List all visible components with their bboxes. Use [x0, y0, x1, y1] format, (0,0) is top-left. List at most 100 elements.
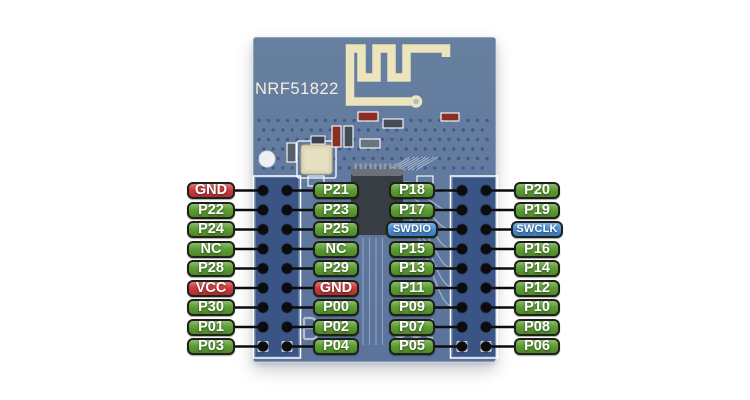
via-dot	[281, 166, 285, 170]
via-dot	[390, 156, 394, 161]
pin-pad-dot	[281, 185, 293, 196]
pin-pad-dot	[257, 282, 269, 294]
via-dot	[304, 118, 309, 123]
via-dot	[352, 156, 356, 161]
via-dot	[480, 128, 484, 132]
via-dot	[357, 128, 361, 132]
pin-pad-dot	[257, 263, 269, 274]
pin-badge-left-inner-p04: P04	[313, 338, 359, 355]
via-dot	[442, 166, 446, 170]
pin-badge-right-inner-p07: P07	[389, 318, 435, 336]
via-dot	[271, 166, 275, 170]
via-dot	[290, 128, 294, 132]
smd-components	[286, 111, 460, 187]
via-dot	[347, 147, 351, 151]
pin-pad-dot	[257, 204, 269, 216]
silkscreen-title: NRF51822	[255, 80, 339, 98]
via-dot	[328, 128, 332, 132]
via-dot	[276, 156, 280, 161]
via-dot	[437, 137, 442, 142]
via-dot	[262, 128, 266, 132]
via-dot	[456, 137, 461, 142]
via-dot	[452, 147, 456, 151]
antenna-feed-via	[409, 95, 423, 108]
pin-pad-dot	[456, 302, 468, 313]
via-dot	[376, 166, 380, 170]
via-dot	[447, 137, 451, 142]
via-dot	[266, 137, 271, 142]
via-dot	[276, 118, 280, 123]
pin-pad-dot	[480, 243, 492, 255]
via-dot	[380, 137, 385, 142]
pin-pad-dot	[456, 204, 468, 216]
pin-badge-right-outer-p20: P20	[514, 182, 560, 199]
via-dot	[376, 128, 380, 132]
via-dot	[480, 147, 484, 151]
pin-pad-dot	[257, 341, 269, 352]
pin-badge-left-inner-p29: P29	[313, 260, 359, 277]
via-dot	[437, 118, 442, 123]
pin-badge-right-inner-p17: P17	[389, 201, 435, 219]
via-dot	[371, 156, 375, 161]
via-dot	[342, 118, 347, 123]
pin-pad-dot	[281, 224, 293, 235]
via-dot	[428, 137, 432, 142]
via-dot	[257, 118, 261, 123]
pin-badge-left-outer-p22: P22	[187, 201, 235, 219]
via-dot	[471, 147, 475, 151]
pin-pad-dot	[257, 224, 269, 235]
via-dot	[414, 147, 418, 151]
chip-pin	[383, 163, 387, 171]
pin-pad-dot	[456, 243, 468, 255]
via-dot	[380, 156, 385, 161]
pin-pad-dot	[281, 243, 293, 255]
via-dot	[466, 156, 470, 161]
via-dot	[262, 147, 266, 151]
pin-pad-dot	[480, 341, 492, 352]
pin-badge-right-inner-p13: P13	[389, 260, 435, 277]
via-dot	[309, 128, 313, 132]
pin-pad-dot	[257, 185, 269, 196]
via-dot	[452, 128, 456, 132]
via-dot	[276, 137, 280, 142]
pcb-antenna-trace	[345, 44, 451, 106]
pin-badge-left-outer-p01: P01	[187, 318, 235, 336]
pin-badge-left-inner-p21: P21	[313, 182, 359, 199]
via-dot	[281, 128, 285, 132]
via-dot	[399, 156, 404, 161]
via-dot	[295, 137, 299, 142]
via-dot	[257, 137, 261, 142]
via-dot	[385, 128, 389, 132]
via-dot	[437, 156, 442, 161]
via-dot	[314, 118, 318, 123]
via-dot	[485, 156, 489, 161]
pin-pad-dot	[281, 341, 293, 352]
pin-pad-dot	[480, 282, 492, 294]
pin-badge-left-inner-p25: P25	[313, 221, 359, 238]
pin-badge-right-outer-p19: P19	[514, 201, 560, 219]
chip-pin	[393, 163, 397, 171]
pin-badge-right-inner-p11: P11	[389, 279, 435, 297]
pin-pad-dot	[257, 302, 269, 313]
pcb-trace	[399, 156, 423, 171]
pin-pad-dot	[257, 243, 269, 255]
fiducial-mark	[258, 150, 276, 168]
pin-badge-left-outer-p24: P24	[187, 221, 235, 238]
via-dot	[428, 118, 432, 123]
pin-badge-left-outer-vcc: VCC	[187, 279, 235, 297]
pin-badge-left-inner-nc: NC	[313, 240, 359, 258]
pin-badge-left-outer-nc: NC	[187, 240, 235, 258]
via-dot	[342, 156, 347, 161]
pin-pad-dot	[281, 204, 293, 216]
via-dot	[333, 118, 337, 123]
via-dot	[395, 128, 399, 132]
pin-pad-dot	[456, 282, 468, 294]
pin-badge-right-inner-swdio: SWDIO	[386, 221, 438, 238]
pin-badge-left-inner-p02: P02	[313, 318, 359, 336]
via-dot	[399, 137, 404, 142]
via-dot	[338, 147, 342, 151]
pin-pad-dot	[281, 282, 293, 294]
via-dot	[414, 128, 418, 132]
via-dot	[395, 147, 399, 151]
